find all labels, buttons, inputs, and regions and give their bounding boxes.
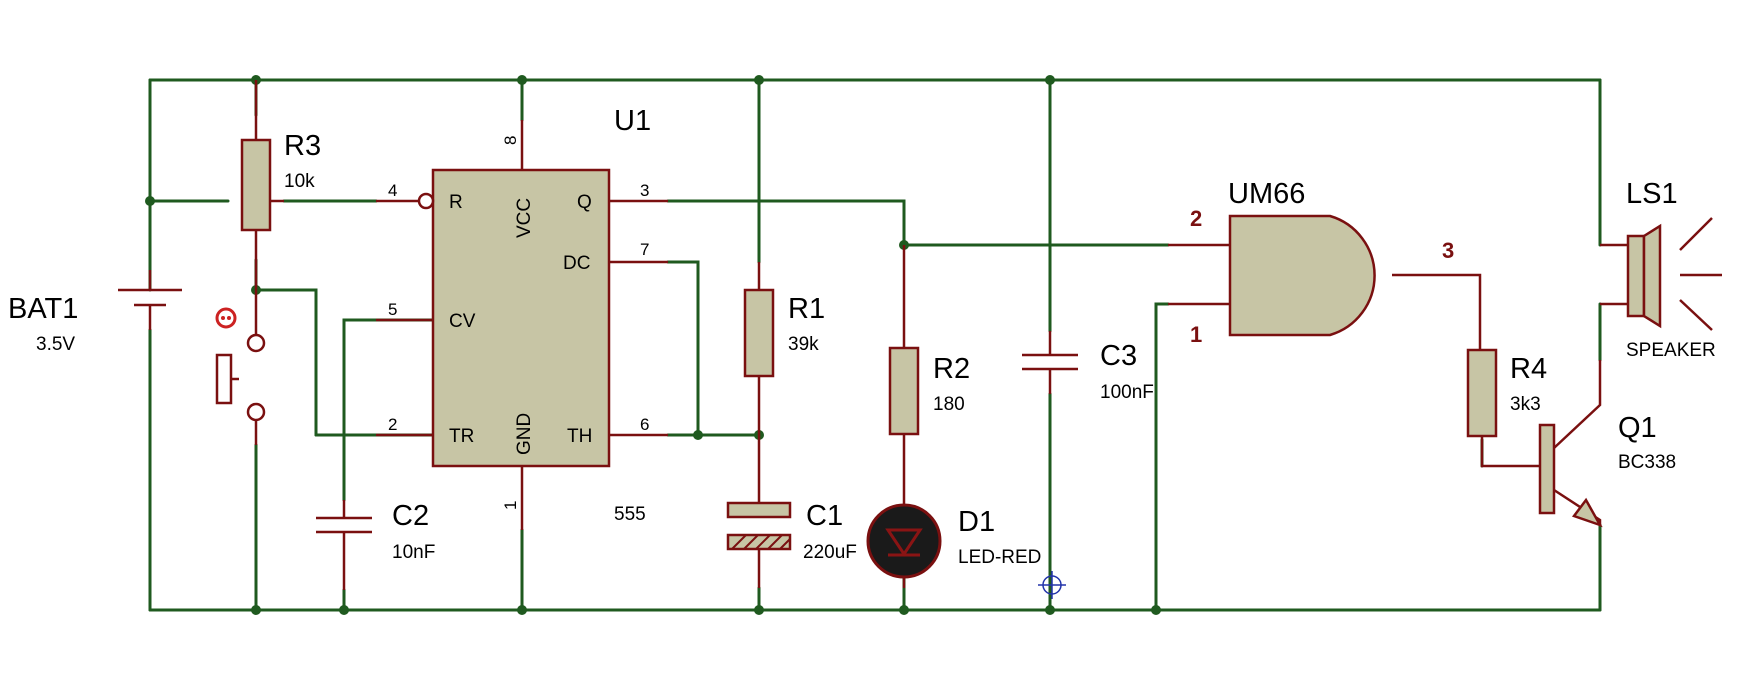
u1-pin-8-number: 8 <box>501 136 520 145</box>
u1-pin-tr-label: TR <box>449 426 474 447</box>
capacitor-c3 <box>1022 331 1078 394</box>
capacitor-c1 <box>726 435 792 588</box>
um66-pin-3-number: 3 <box>1442 238 1454 263</box>
u1-pin-r-label: R <box>449 192 463 213</box>
d1-value: LED-RED <box>958 547 1041 568</box>
resistor-r4 <box>1466 348 1540 468</box>
resistor-r2 <box>888 245 920 505</box>
r3-value: 10k <box>284 171 315 192</box>
r1-ref: R1 <box>788 293 825 325</box>
q1-ref: Q1 <box>1618 412 1657 444</box>
u1-ref: U1 <box>614 105 651 137</box>
r4-ref: R4 <box>1510 353 1547 385</box>
c2-ref: C2 <box>392 500 429 532</box>
resistor-r1 <box>743 262 775 435</box>
c3-value: 100nF <box>1100 382 1154 403</box>
u1-pin-3-number: 3 <box>640 181 649 200</box>
um66-ref: UM66 <box>1228 178 1305 210</box>
c1-ref: C1 <box>806 500 843 532</box>
r1-value: 39k <box>788 334 819 355</box>
bat1-ref: BAT1 <box>8 293 78 325</box>
u1-pin-2-number: 2 <box>388 415 397 434</box>
u1-pin-1-number: 1 <box>501 501 520 510</box>
crosshair-icon <box>1038 571 1066 599</box>
u1-pin-q-label: Q <box>577 192 592 213</box>
ls1-value: SPEAKER <box>1626 340 1716 361</box>
d1-ref: D1 <box>958 506 995 538</box>
u1-pin-vcc-label: VCC <box>514 198 535 238</box>
push-button <box>215 290 266 445</box>
speaker-ls1 <box>1600 217 1722 331</box>
u1-pin-gnd-label: GND <box>514 413 535 455</box>
r4-value: 3k3 <box>1510 394 1541 415</box>
u1-pin-5-number: 5 <box>388 300 397 319</box>
transistor-q1 <box>1538 360 1603 528</box>
r2-value: 180 <box>933 394 965 415</box>
ic-um66 <box>1168 214 1482 350</box>
led-d1 <box>866 503 942 588</box>
u1-pin-th-label: TH <box>567 426 592 447</box>
ls1-ref: LS1 <box>1626 178 1678 210</box>
q1-value: BC338 <box>1618 452 1676 473</box>
u1-pin-6-number: 6 <box>640 415 649 434</box>
junction-dots <box>145 75 1161 615</box>
u1-pin-7-number: 7 <box>640 240 649 259</box>
c2-value: 10nF <box>392 542 435 563</box>
r3-ref: R3 <box>284 130 321 162</box>
potentiometer-r3 <box>240 80 284 290</box>
u1-value: 555 <box>614 504 646 525</box>
bat1-value: 3.5V <box>36 334 75 355</box>
c3-ref: C3 <box>1100 340 1137 372</box>
c1-value: 220uF <box>803 542 857 563</box>
u1-pin-cv-label: CV <box>449 311 476 332</box>
battery-bat1 <box>118 270 182 330</box>
um66-pin-1-number: 1 <box>1190 322 1202 347</box>
u1-pin-4-number: 4 <box>388 181 397 200</box>
ic-u1-555 <box>376 120 668 530</box>
u1-pin-dc-label: DC <box>563 253 590 274</box>
r2-ref: R2 <box>933 353 970 385</box>
capacitor-c2 <box>316 500 372 590</box>
um66-pin-2-number: 2 <box>1190 206 1202 231</box>
